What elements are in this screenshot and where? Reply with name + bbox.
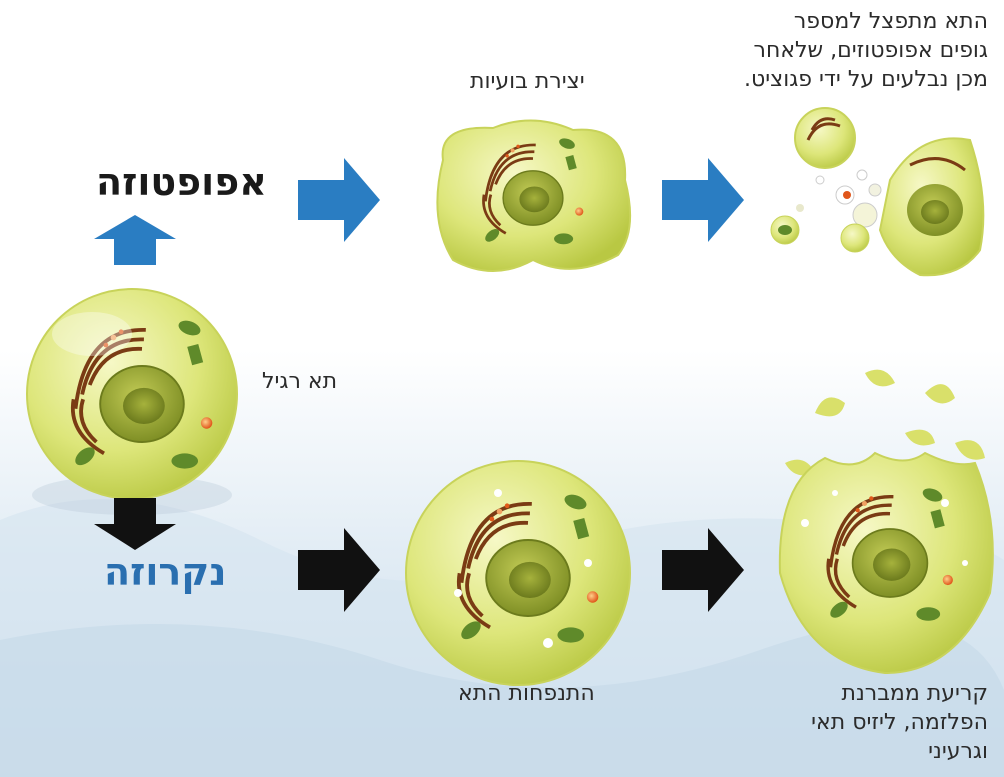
fragmentation-label-line2: גופים אפופטוזים, שלאחר: [754, 39, 988, 64]
swollen-cell-illustration: [398, 458, 638, 688]
rupture-label-line2: הפלזמה, ליזיס תאי: [811, 711, 988, 736]
rupture-label-line3: וגרעיני: [928, 740, 988, 765]
black-right-arrow-icon: [662, 528, 744, 612]
blue-right-arrow-icon: [662, 158, 744, 242]
blue-right-arrow-icon: [298, 158, 380, 242]
normal-cell-illustration: [22, 284, 242, 504]
apoptosis-title: אפופטוזה: [96, 160, 267, 204]
blebbing-cell-illustration: [428, 120, 638, 280]
fragmentation-label-line1: התא מתפצל למספר: [794, 10, 988, 35]
black-right-arrow-icon: [298, 528, 380, 612]
black-down-arrow-icon: [94, 498, 176, 550]
necrosis-title: נקרוזה: [104, 550, 226, 594]
rupture-label-line1: קריעת ממברנת: [842, 682, 988, 707]
apoptotic-bodies-illustration: [770, 110, 990, 290]
blue-up-arrow-icon: [94, 215, 176, 265]
normal-cell-label: תא רגיל: [262, 370, 337, 395]
ruptured-cell-illustration: [770, 368, 1000, 678]
fragmentation-label-line3: מכן נבלעים על ידי פגוציט.: [744, 68, 988, 93]
blebbing-label: יצירת בועיות: [470, 70, 585, 95]
swelling-label: התנפחות התא: [458, 682, 595, 707]
